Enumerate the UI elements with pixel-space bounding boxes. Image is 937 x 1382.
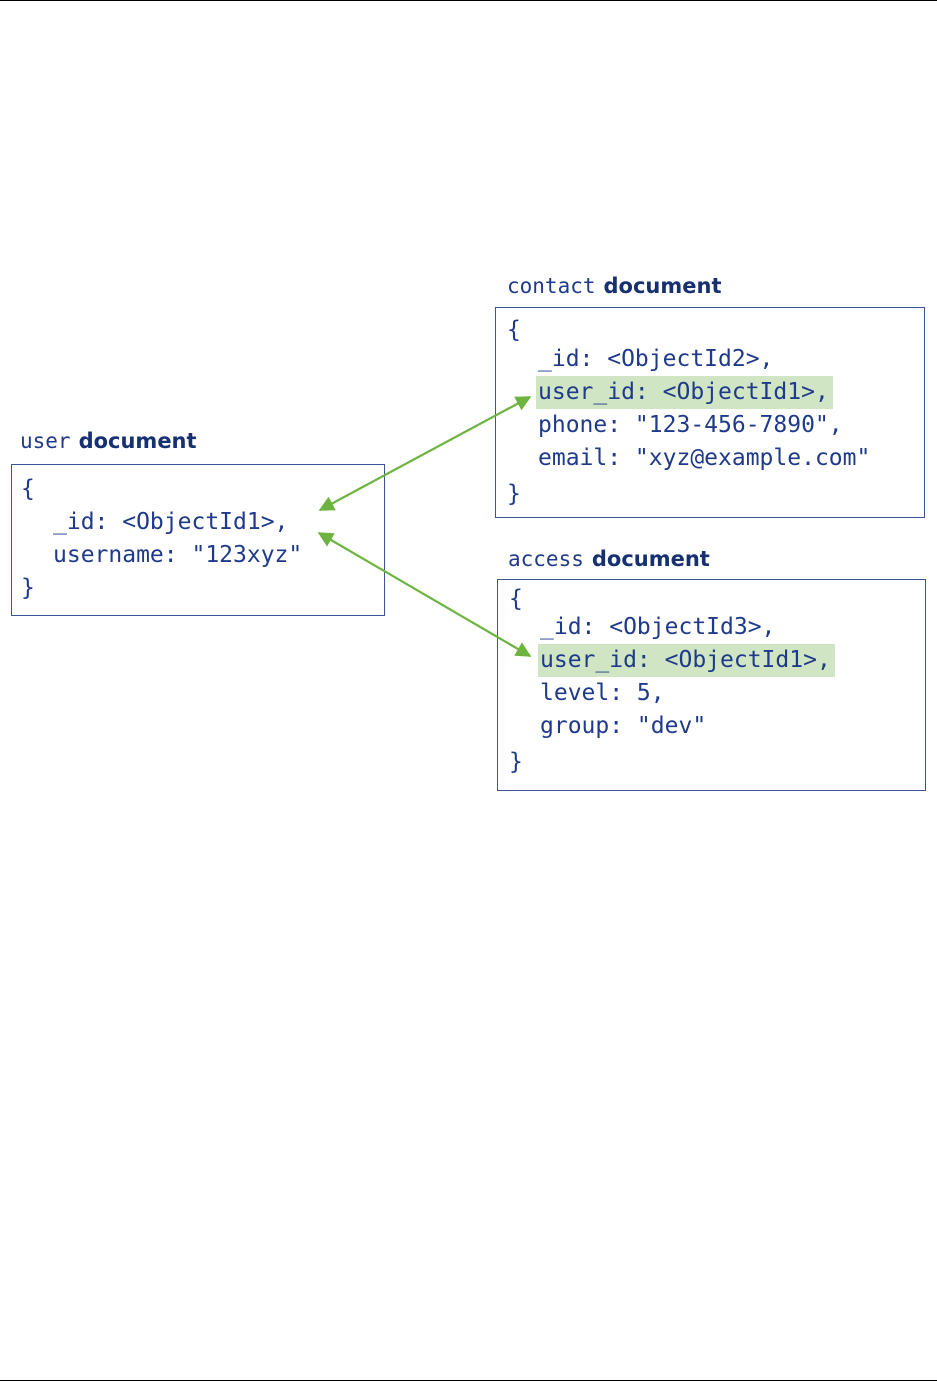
contact-email-field: email: "xyz@example.com"	[538, 445, 871, 471]
contact-document-word: document	[603, 274, 722, 298]
access-user-id-field: user_id: <ObjectId1>,	[538, 644, 835, 677]
user-document-name: user	[20, 429, 71, 453]
user-close-brace: }	[21, 575, 35, 601]
user-id-field: _id: <ObjectId1>,	[53, 509, 289, 535]
access-group-field: group: "dev"	[540, 713, 707, 739]
user-document-word: document	[78, 429, 197, 453]
contact-document-name: contact	[507, 274, 596, 298]
top-rule	[0, 0, 937, 1]
access-to-user-arrow	[317, 532, 532, 657]
access-id-field: _id: <ObjectId3>,	[540, 614, 776, 640]
contact-user-id-field: user_id: <ObjectId1>,	[536, 376, 833, 409]
user-document-label: user document	[20, 428, 197, 454]
user-username-field: username: "123xyz"	[53, 542, 303, 568]
bottom-rule	[0, 1380, 937, 1381]
access-document-box	[497, 579, 926, 791]
contact-to-user-arrow	[318, 396, 532, 511]
contact-document-label: contact document	[507, 273, 722, 299]
contact-phone-field: phone: "123-456-7890",	[538, 412, 843, 438]
access-close-brace: }	[509, 749, 523, 775]
contact-document-box	[495, 307, 925, 518]
user-open-brace: {	[21, 476, 35, 502]
access-level-field: level: 5,	[540, 680, 665, 706]
contact-open-brace: {	[507, 317, 521, 343]
access-document-word: document	[591, 547, 710, 571]
contact-id-field: _id: <ObjectId2>,	[538, 346, 774, 372]
